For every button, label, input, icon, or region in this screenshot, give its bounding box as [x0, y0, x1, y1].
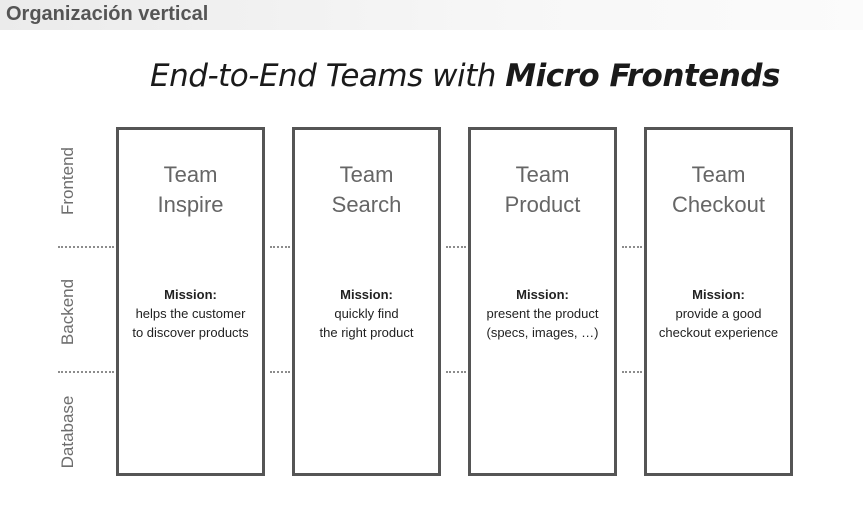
- mission-line2: (specs, images, …): [486, 325, 599, 340]
- layer-separator: [58, 246, 114, 248]
- section-title: Organización vertical: [6, 3, 209, 25]
- diagram-title-bold: Micro Frontends: [505, 58, 780, 94]
- layer-separator: [270, 371, 290, 373]
- layer-separator: [270, 246, 290, 248]
- layer-separator: [58, 371, 114, 373]
- team-mission: Mission: helps the customer to discover …: [119, 285, 262, 342]
- team-mission: Mission: quickly find the right product: [295, 285, 438, 342]
- mission-line2: checkout experience: [658, 325, 779, 340]
- diagram-title-light: End-to-End Teams with: [150, 58, 506, 94]
- team-name-line2: Checkout: [672, 192, 765, 217]
- team-box-inspire: Team Inspire Mission: helps the customer…: [116, 127, 265, 476]
- team-name-line1: Team: [515, 162, 570, 187]
- mission-line2: the right product: [319, 325, 414, 340]
- section-header: Organización vertical: [0, 0, 863, 30]
- layer-separator: [622, 371, 642, 373]
- mission-label: Mission:: [340, 287, 393, 302]
- team-name-line2: Search: [331, 192, 402, 217]
- team-name: Team Checkout: [647, 160, 790, 220]
- team-name: Team Search: [295, 160, 438, 220]
- layer-separator: [446, 246, 466, 248]
- layer-separator: [622, 246, 642, 248]
- diagram-title: End-to-End Teams with Micro Frontends: [0, 58, 863, 94]
- layer-label-frontend: Frontend: [58, 146, 77, 216]
- layer-label-database: Database: [58, 395, 77, 469]
- mission-line1: present the product: [486, 306, 599, 321]
- mission-label: Mission:: [516, 287, 569, 302]
- team-name-line2: Product: [504, 192, 581, 217]
- layer-separator: [446, 371, 466, 373]
- team-mission: Mission: present the product (specs, ima…: [471, 285, 614, 342]
- mission-line1: provide a good: [675, 306, 762, 321]
- team-mission: Mission: provide a good checkout experie…: [647, 285, 790, 342]
- team-name: Team Product: [471, 160, 614, 220]
- mission-label: Mission:: [692, 287, 745, 302]
- mission-line1: helps the customer: [135, 306, 246, 321]
- team-box-checkout: Team Checkout Mission: provide a good ch…: [644, 127, 793, 476]
- team-box-product: Team Product Mission: present the produc…: [468, 127, 617, 476]
- layer-label-backend: Backend: [58, 278, 77, 346]
- team-name-line2: Inspire: [157, 192, 224, 217]
- team-name: Team Inspire: [119, 160, 262, 220]
- team-name-line1: Team: [339, 162, 394, 187]
- mission-label: Mission:: [164, 287, 217, 302]
- mission-line2: to discover products: [132, 325, 249, 340]
- team-name-line1: Team: [163, 162, 218, 187]
- team-name-line1: Team: [691, 162, 746, 187]
- team-box-search: Team Search Mission: quickly find the ri…: [292, 127, 441, 476]
- mission-line1: quickly find: [334, 306, 399, 321]
